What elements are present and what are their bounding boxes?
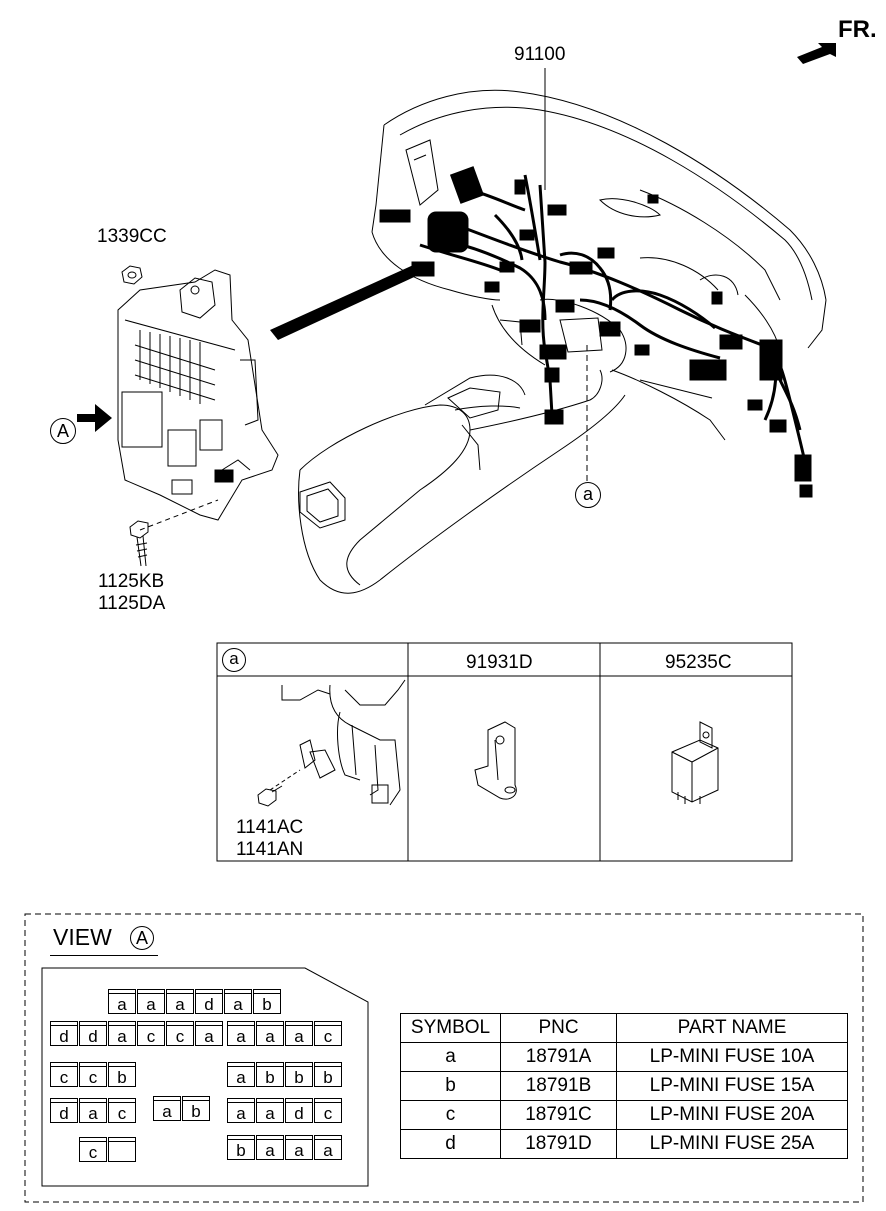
relay-95235c-drawing [671, 721, 719, 804]
view-title-text: VIEW [53, 924, 112, 950]
table-header-row: SYMBOL PNC PART NAME [400, 1013, 848, 1043]
fuse-slot: a [256, 1135, 284, 1160]
fuse-slot: b [182, 1096, 210, 1121]
cell-symbol: b [400, 1071, 501, 1101]
direction-label: FR. [838, 16, 877, 43]
part-label-harness: 91100 [514, 44, 566, 65]
fuse-slot: a [153, 1096, 181, 1121]
detail-table-header-bracket: 91931D [466, 652, 533, 673]
cell-pnc: 18791A [500, 1042, 617, 1072]
location-pointer-arrow-icon [270, 262, 425, 340]
cell-part-name: LP-MINI FUSE 20A [616, 1100, 848, 1130]
fuse-slot: a [227, 1021, 255, 1046]
fuse-slot: b [108, 1062, 136, 1087]
fuse-slot: a [79, 1098, 107, 1123]
view-a-dashed-border [24, 913, 864, 1203]
fuse-slot [108, 1137, 136, 1162]
fuse-slot: a [108, 1021, 136, 1046]
dashboard-outline [371, 89, 827, 441]
header-part-name: PART NAME [616, 1013, 848, 1043]
fuse-slot: a [227, 1062, 255, 1087]
fuse-slot: a [256, 1021, 284, 1046]
fuse-slot: c [166, 1021, 194, 1046]
table-row: b 18791B LP-MINI FUSE 15A [400, 1071, 848, 1101]
fuse-slot: b [256, 1062, 284, 1087]
main-harness-wiring [419, 174, 807, 463]
view-a-marker: A [50, 418, 76, 444]
view-title: VIEW [53, 924, 112, 951]
fuse-slot: b [285, 1062, 313, 1087]
header-symbol: SYMBOL [400, 1013, 501, 1043]
detail-table-marker: a [222, 648, 246, 672]
table-row: d 18791D LP-MINI FUSE 25A [400, 1129, 848, 1159]
detail-table-frame [216, 642, 793, 862]
harness-connectors [379, 166, 813, 498]
detail-bracket-mount-drawing [257, 679, 406, 807]
fuse-slot: b [227, 1135, 255, 1160]
fuse-slot: c [314, 1098, 342, 1123]
cell-symbol: a [400, 1042, 501, 1072]
fuse-slot: a [166, 989, 194, 1014]
junction-box [117, 269, 279, 531]
fuse-slot: d [50, 1021, 78, 1046]
fuse-slot: a [224, 989, 252, 1014]
fuse-slot: c [79, 1062, 107, 1087]
fuse-slot: d [50, 1098, 78, 1123]
part-label-nut: 1339CC [97, 226, 167, 247]
fuse-symbol-table: SYMBOL PNC PART NAME a 18791A LP-MINI FU… [400, 1013, 848, 1159]
table-row: c 18791C LP-MINI FUSE 20A [400, 1100, 848, 1130]
header-pnc: PNC [500, 1013, 617, 1043]
cell-symbol: c [400, 1100, 501, 1130]
detail-a-marker: a [575, 482, 601, 508]
nut-icon [121, 265, 143, 285]
fuse-slot: b [253, 989, 281, 1014]
fuse-slot: a [285, 1021, 313, 1046]
bolt-icon [129, 520, 149, 567]
cell-pnc: 18791B [500, 1071, 617, 1101]
fuse-slot: c [79, 1137, 107, 1162]
view-title-marker: A [130, 926, 154, 950]
bracket-91931d-drawing [474, 721, 517, 800]
fuse-slot: c [108, 1098, 136, 1123]
fuse-slot: b [314, 1062, 342, 1087]
fuse-slot: a [285, 1135, 313, 1160]
fuse-slot: a [314, 1135, 342, 1160]
part-label-detail-bolt-1: 1141AC [236, 817, 304, 838]
fuse-box-outline [41, 967, 369, 1187]
fuse-slot: d [195, 989, 223, 1014]
cell-pnc: 18791D [500, 1129, 617, 1159]
fuse-slot: d [285, 1098, 313, 1123]
fuse-slot: c [137, 1021, 165, 1046]
fuse-slot: a [195, 1021, 223, 1046]
part-label-bolt-2: 1125DA [98, 593, 166, 614]
center-console [298, 369, 626, 594]
fuse-slot: c [50, 1062, 78, 1087]
fuse-slot: a [137, 989, 165, 1014]
fuse-slot: a [227, 1098, 255, 1123]
view-title-underline [50, 955, 158, 956]
fuse-slot: a [108, 989, 136, 1014]
cell-pnc: 18791C [500, 1100, 617, 1130]
detail-table-header-relay: 95235C [665, 652, 732, 673]
fuse-slot: a [256, 1098, 284, 1123]
table-row: a 18791A LP-MINI FUSE 10A [400, 1042, 848, 1072]
part-label-bolt-1: 1125KB [98, 571, 165, 592]
cell-symbol: d [400, 1129, 501, 1159]
part-label-detail-bolt-2: 1141AN [236, 839, 304, 860]
fuse-slot: c [314, 1021, 342, 1046]
cell-part-name: LP-MINI FUSE 10A [616, 1042, 848, 1072]
cell-part-name: LP-MINI FUSE 15A [616, 1071, 848, 1101]
fuse-slot: d [79, 1021, 107, 1046]
view-a-arrow-icon [77, 404, 112, 432]
front-direction-arrow-icon [797, 43, 836, 64]
cell-part-name: LP-MINI FUSE 25A [616, 1129, 848, 1159]
